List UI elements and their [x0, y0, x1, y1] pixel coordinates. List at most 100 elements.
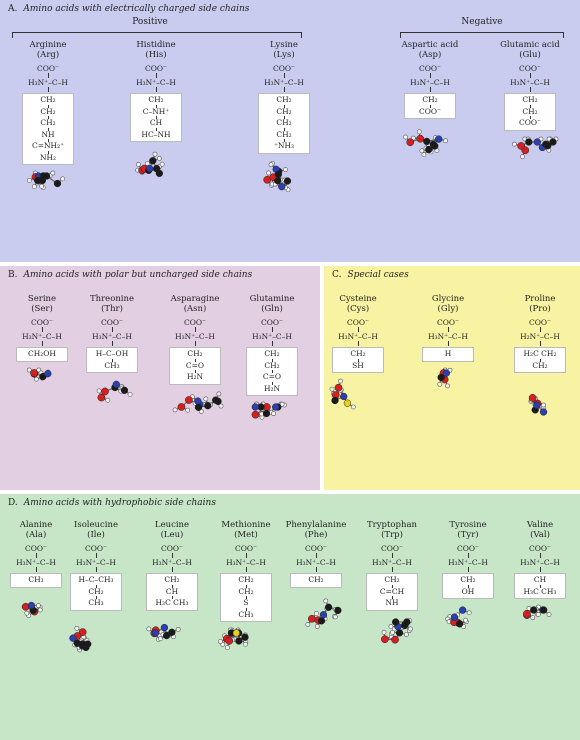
- panel-c-title: C.Special cases: [332, 270, 409, 280]
- carbon-atom: [283, 176, 292, 185]
- hydrogen-atom: [419, 148, 425, 154]
- carbon-atom: [153, 164, 161, 173]
- bond: [429, 73, 431, 78]
- ball-and-stick-model: [263, 160, 292, 192]
- bond: [529, 87, 531, 92]
- amino-acid-name: Isoleucine: [73, 520, 119, 530]
- alpha-carbon: H₃N⁺–C–H: [152, 558, 192, 567]
- ball-and-stick-model: [511, 136, 559, 159]
- bond: [41, 341, 43, 346]
- ball-and-stick-model: [21, 601, 43, 618]
- side-chain-group: CH₂: [522, 106, 538, 116]
- side-chain-box: CH₂OH: [16, 347, 68, 362]
- bond: [447, 327, 449, 332]
- bond: [171, 596, 173, 599]
- side-chain-group: CH₂: [40, 95, 56, 104]
- nitrogen-atom: [539, 408, 548, 416]
- bond: [245, 584, 247, 588]
- amino-acid-abbreviation: (Cys): [346, 304, 370, 314]
- nitrogen-atom: [459, 606, 467, 614]
- carbon-atom: [204, 401, 212, 409]
- carboxylate-group: COO⁻: [184, 318, 206, 327]
- side-chain-group: CH: [533, 575, 547, 584]
- bond: [95, 596, 97, 599]
- hydrogen-atom: [175, 626, 181, 632]
- bond: [155, 104, 157, 108]
- hydrogen-atom: [185, 407, 191, 413]
- alpha-carbon: H₃N⁺–C–H: [264, 78, 304, 87]
- side-chain-box: CH₃: [10, 573, 62, 588]
- amino-acid-name: Alanine: [19, 520, 53, 530]
- bond: [47, 87, 49, 92]
- bond: [357, 341, 359, 346]
- amino-acid-abbreviation: (Leu): [160, 530, 184, 540]
- hydrogen-atom: [403, 134, 408, 140]
- ball-and-stick-model: [528, 394, 548, 416]
- carbon-atom: [437, 373, 445, 381]
- side-chain-group: CH₂: [350, 349, 366, 358]
- bond: [271, 381, 273, 385]
- bond: [245, 596, 247, 599]
- amino-acid-name: Lysine: [270, 40, 298, 50]
- hydrogen-atom: [152, 151, 158, 157]
- hydrogen-atom: [511, 141, 517, 147]
- hydrogen-atom: [172, 406, 178, 412]
- bond: [95, 584, 97, 588]
- side-chain-group: CH₂: [264, 360, 280, 370]
- hydrogen-atom: [268, 161, 274, 167]
- bond: [357, 327, 359, 332]
- alpha-carbon: H₃N⁺–C–H: [448, 558, 488, 567]
- side-chain-group: CH₂: [276, 129, 292, 139]
- panel-hydrophobic: D.Amino acids with hydrophobic side chai…: [0, 494, 580, 740]
- hydrogen-atom: [224, 645, 230, 651]
- bond: [35, 553, 37, 558]
- hydrogen-atom: [35, 602, 41, 608]
- carbon-atom: [392, 617, 400, 626]
- hydrogen-atom: [39, 183, 45, 189]
- carboxylate-group: COO⁻: [85, 544, 107, 553]
- bond: [95, 567, 97, 572]
- hydrogen-atom: [313, 610, 319, 616]
- amino-acid-abbreviation: (Asn): [183, 304, 207, 314]
- carbon-atom: [331, 396, 339, 405]
- positive-brace: [12, 32, 302, 39]
- side-chain-group: C=O: [185, 360, 205, 370]
- carboxylate-group: COO⁻: [529, 318, 551, 327]
- side-chain-group: H₂C CH₂: [523, 349, 557, 358]
- bond: [529, 73, 531, 78]
- bond: [35, 567, 37, 572]
- side-chain-group: H₂N: [263, 383, 281, 393]
- side-chain-group: CH₂: [88, 586, 104, 596]
- hydrogen-atom: [146, 626, 152, 631]
- side-chain-box: H: [422, 347, 474, 362]
- ball-and-stick-model: [381, 617, 413, 644]
- side-chain-group: H–C–OH: [95, 349, 129, 358]
- hydrogen-atom: [541, 402, 546, 408]
- side-chain-group: CH₃: [88, 598, 104, 607]
- bond: [271, 341, 273, 346]
- bond: [529, 116, 531, 119]
- bond: [391, 584, 393, 588]
- carbon-atom: [431, 142, 439, 150]
- amino-acid-abbreviation: (Glu): [519, 50, 541, 60]
- oxygen-atom: [416, 134, 425, 143]
- side-chain-group: HC–NH: [141, 129, 171, 139]
- ball-and-stick-model: [69, 625, 92, 652]
- carboxylate-group: COO⁻: [457, 544, 479, 553]
- alpha-carbon: H₃N⁺–C–H: [338, 332, 378, 341]
- ball-and-stick-model: [329, 378, 356, 410]
- bond: [315, 567, 317, 572]
- carbon-atom: [78, 639, 87, 648]
- oxygen-atom: [30, 368, 38, 377]
- hydrogen-atom: [60, 176, 66, 182]
- amino-acid-name: Aspartic acid: [401, 40, 459, 50]
- carboxylate-group: COO⁻: [519, 64, 541, 73]
- oxygen-atom: [406, 138, 415, 147]
- side-chain-group: OH: [461, 586, 475, 596]
